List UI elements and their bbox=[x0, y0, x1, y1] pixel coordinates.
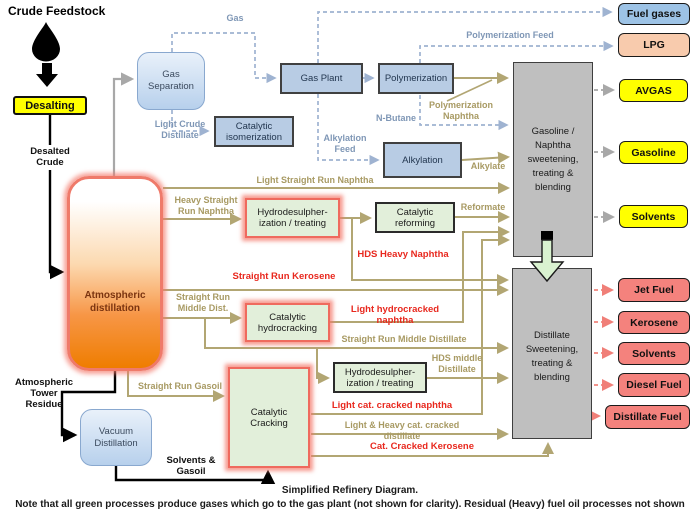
reformate-label: Reformate bbox=[460, 202, 506, 212]
gas-separation-box: Gas Separation bbox=[137, 52, 205, 110]
output-jet-fuel: Jet Fuel bbox=[618, 278, 690, 302]
desalted-crude-label: Desalted Crude bbox=[30, 146, 70, 168]
output-solvents-distillate: Solvents bbox=[618, 342, 690, 365]
straight-run-kerosene-label: Straight Run Kerosene bbox=[232, 271, 336, 282]
gasoline-naphtha-blending-box: Gasoline / Naphtha sweetening, treating … bbox=[513, 62, 593, 257]
output-lpg: LPG bbox=[618, 33, 690, 57]
hydrodesulphurization-treating-box-1: Hydrodesulpher- ization / treating bbox=[245, 198, 340, 238]
hds-middle-distillate-label: HDS middle Distillate bbox=[431, 353, 483, 374]
hds-heavy-naphtha-label: HDS Heavy Naphtha bbox=[357, 249, 449, 260]
catalytic-reforming-box: Catalytic reforming bbox=[375, 202, 455, 233]
product-lines bbox=[127, 72, 554, 457]
diagram-note: Note that all green processes produce ga… bbox=[15, 499, 685, 510]
distillate-output-arrows bbox=[589, 284, 614, 422]
catalytic-isomerization-box: Catalytic isomerization bbox=[214, 116, 294, 147]
straight-run-gasoil-label: Straight Run Gasoil bbox=[138, 381, 223, 391]
solvents-gasoil-label: Solvents & Gasoil bbox=[166, 455, 216, 477]
output-gasoline: Gasoline bbox=[619, 141, 688, 164]
cat-cracked-kerosene-label: Cat. Cracked Kerosene bbox=[369, 441, 475, 452]
desalting-box: Desalting bbox=[13, 96, 87, 115]
gas-label: Gas bbox=[226, 13, 244, 23]
polymerization-box: Polymerization bbox=[378, 63, 454, 94]
light-crude-distillate-label: Light Crude Distillate bbox=[154, 119, 206, 140]
oil-droplet-icon bbox=[32, 22, 60, 62]
alkylation-box: Alkylation bbox=[383, 142, 462, 178]
gasoline-output-arrows bbox=[594, 84, 615, 223]
crude-flow-lines bbox=[48, 114, 276, 484]
diagram-caption: Simplified Refinery Diagram. bbox=[281, 485, 419, 496]
light-heavy-cat-cracked-distillate-label: Light & Heavy cat. cracked distillate bbox=[344, 420, 460, 441]
page-title: Crude Feedstock bbox=[8, 4, 106, 18]
down-arrow-icon bbox=[36, 63, 58, 87]
straight-run-middle-dist-label: Straight Run Middle Dist. bbox=[176, 292, 230, 313]
straight-run-middle-distillate-label: Straight Run Middle Distillate bbox=[341, 334, 467, 344]
catalytic-hydrocracking-box: Catalytic hydrocracking bbox=[245, 303, 330, 342]
vacuum-distillation-box: Vacuum Distillation bbox=[80, 409, 152, 466]
catalytic-cracking-box: Catalytic Cracking bbox=[228, 367, 310, 468]
output-fuel-gases: Fuel gases bbox=[618, 3, 690, 25]
polymerization-naphtha-label: Polymerization Naphtha bbox=[428, 100, 493, 121]
gas-plant-box: Gas Plant bbox=[280, 63, 363, 94]
output-diesel-fuel: Diesel Fuel bbox=[618, 373, 690, 397]
atmospheric-tower-residue-label: Atmospheric Tower Residue bbox=[14, 377, 74, 410]
output-kerosene: Kerosene bbox=[618, 311, 690, 334]
light-straight-run-naphtha-label: Light Straight Run Naphtha bbox=[256, 175, 374, 185]
atmospheric-distillation-box: Atmospheric distillation bbox=[67, 176, 163, 371]
alkylation-feed-label: Alkylation Feed bbox=[323, 133, 367, 154]
polymerization-feed-label: Polymerization Feed bbox=[466, 30, 554, 40]
output-solvents-gasoline: Solvents bbox=[619, 205, 688, 228]
distillate-blending-box: Distillate Sweetening, treating & blendi… bbox=[512, 268, 592, 439]
n-butane-label: N-Butane bbox=[376, 113, 416, 123]
light-cat-cracked-naphtha-label: Light cat. cracked naphtha bbox=[331, 400, 453, 411]
gas-sep-feed-line bbox=[112, 72, 135, 176]
light-hydrocracked-naphtha-label: Light hydrocracked naphtha bbox=[350, 304, 440, 326]
output-distillate-fuel: Distillate Fuel bbox=[605, 405, 690, 429]
output-avgas: AVGAS bbox=[619, 79, 688, 102]
hydrodesulphurization-treating-box-2: Hydrodesulpher- ization / treating bbox=[333, 362, 427, 393]
alkylate-label: Alkylate bbox=[470, 161, 506, 171]
heavy-straight-run-naphtha-label: Heavy Straight Run Naphtha bbox=[174, 195, 238, 216]
gas-dashed-lines bbox=[171, 6, 614, 166]
